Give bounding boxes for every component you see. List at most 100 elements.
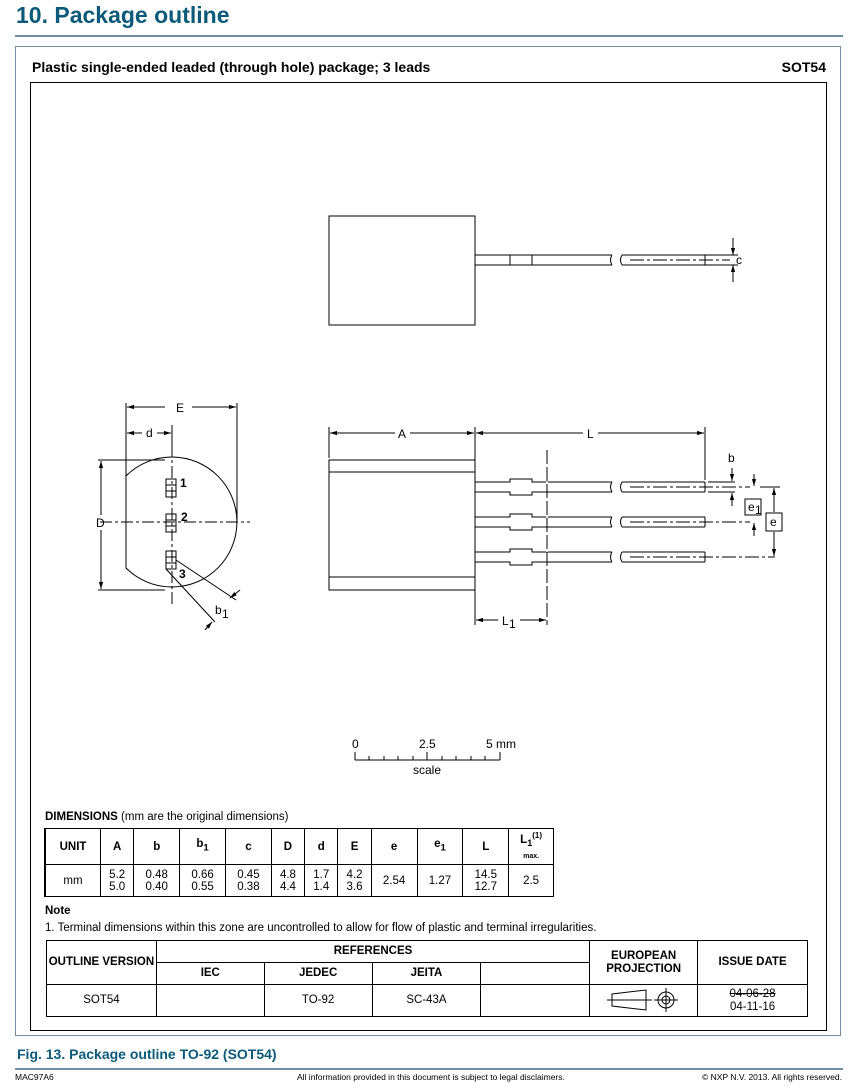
- top-view: c: [328, 215, 742, 326]
- jeita-value: SC-43A: [371, 984, 482, 1017]
- col-b: b: [133, 828, 181, 865]
- col-e: e: [370, 828, 418, 865]
- outline-version-header: OUTLINE VERSION: [46, 940, 157, 985]
- dim-label-A: A: [398, 427, 406, 441]
- cell-value-line: 5.2: [109, 868, 126, 881]
- cell-value: 1.27: [416, 864, 464, 897]
- col-b1-sub: 1: [203, 842, 209, 854]
- col-L1-max: max.: [523, 853, 540, 861]
- cell-value: 2.5: [508, 864, 554, 897]
- scale-max: 5 mm: [486, 737, 516, 751]
- dim-label-L1-sub: 1: [509, 617, 516, 631]
- projection-cell: [589, 984, 699, 1017]
- pin-3-label: 3: [179, 567, 186, 581]
- package-code: SOT54: [781, 59, 826, 75]
- dim-label-c: c: [736, 253, 742, 267]
- scale-label: scale: [413, 763, 441, 777]
- jeita-header: JEITA: [371, 962, 482, 985]
- dim-label-b1-sub: 1: [222, 607, 229, 621]
- col-e1: e1: [416, 828, 464, 865]
- blank-value: [480, 984, 591, 1017]
- cell-value-line: 0.66: [191, 868, 214, 881]
- cell-value-line: 1.4: [313, 880, 330, 893]
- cell-value-line: 1.27: [428, 874, 452, 887]
- dim-label-e: e: [770, 515, 777, 529]
- cell-value-line: 5.0: [109, 880, 126, 893]
- col-L1-main: L: [520, 833, 528, 846]
- col-b1: b1: [179, 828, 226, 865]
- footer-disclaimer: All information provided in this documen…: [297, 1072, 565, 1082]
- pin-1-label: 1: [180, 476, 187, 490]
- side-view: 1 2 3 E d D b 1: [96, 401, 250, 631]
- cell-value-line: 14.5: [474, 868, 497, 881]
- col-e1-main: e: [434, 838, 441, 851]
- col-d: d: [304, 828, 339, 865]
- figure-caption: Fig. 13. Package outline TO-92 (SOT54): [17, 1046, 277, 1062]
- outline-frame: [15, 46, 841, 1036]
- col-D: D: [270, 828, 306, 865]
- iec-value: [155, 984, 265, 1017]
- front-view: A L L 1 b e 1 e: [328, 427, 783, 631]
- issue-date-old: 04-06-28: [729, 987, 776, 1000]
- issue-date: 04-11-16: [729, 1000, 776, 1013]
- col-L1: L1(1) max.: [508, 828, 554, 865]
- footer-copyright: © NXP N.V. 2013. All rights reserved.: [702, 1072, 842, 1082]
- section-title: 10. Package outline: [16, 2, 230, 28]
- col-L1-note: (1): [532, 830, 542, 840]
- jedec-value: TO-92: [263, 984, 373, 1017]
- iec-header: IEC: [155, 962, 265, 985]
- references-table: OUTLINE VERSION REFERENCES EUROPEAN PROJ…: [46, 940, 808, 1017]
- package-description: Plastic single-ended leaded (through hol…: [32, 59, 431, 75]
- cell-value-line: 1.7: [313, 868, 330, 881]
- scale-zero: 0: [352, 737, 359, 751]
- cell-value-line: 0.40: [145, 880, 168, 893]
- cell-value-line: 2.5: [523, 874, 540, 887]
- scale-mid: 2.5: [419, 737, 436, 751]
- dimensions-title-main: DIMENSIONS: [45, 811, 118, 823]
- cell-value-line: 0.55: [191, 880, 214, 893]
- references-header: REFERENCES: [155, 940, 591, 963]
- footer-doc-id: MAC97A6: [15, 1072, 54, 1082]
- col-e1-sub: 1: [440, 842, 446, 854]
- note-text: 1. Terminal dimensions within this zone …: [45, 922, 597, 934]
- col-c: c: [224, 828, 272, 865]
- dim-label-L1: L: [502, 614, 509, 628]
- dimensions-table: UNIT A b b1 c D d E e e1 L L1(1)max. mm …: [44, 828, 554, 897]
- cell-value-line: 4.4: [279, 880, 296, 893]
- drawing-frame: [30, 82, 827, 1031]
- col-unit: UNIT: [44, 828, 102, 865]
- dimensions-title: DIMENSIONS (mm are the original dimensio…: [45, 811, 289, 823]
- col-L: L: [462, 828, 510, 865]
- dim-label-E: E: [176, 401, 184, 415]
- cell-value-line: 4.8: [279, 868, 296, 881]
- col-b1-main: b: [196, 838, 204, 851]
- cell-value-line: 0.48: [145, 868, 168, 881]
- scale-bar: 0 2.5 5 mm scale: [352, 737, 516, 777]
- cell-value-line: 2.54: [382, 874, 406, 887]
- dimensions-subtitle: (mm are the original dimensions): [121, 811, 289, 823]
- cell-value-line: 0.45: [237, 868, 260, 881]
- col-A: A: [100, 828, 135, 865]
- cell-value-line: 0.38: [237, 880, 260, 893]
- projection-header: EUROPEAN PROJECTION: [589, 940, 699, 985]
- outline-version: SOT54: [46, 984, 157, 1017]
- dim-label-d: d: [146, 426, 153, 440]
- jedec-header: JEDEC: [263, 962, 373, 985]
- cell-value: 2.54: [370, 864, 418, 897]
- dim-label-e1: e: [748, 500, 755, 514]
- footer-rule: [15, 1068, 843, 1070]
- cell-unit: mm: [44, 864, 102, 897]
- issue-date-header: ISSUE DATE: [697, 940, 808, 985]
- col-L1-sub: 1: [527, 838, 533, 849]
- table-header-row: UNIT A b b1 c D d E e e1 L L1(1)max.: [44, 828, 554, 865]
- title-rule: [15, 35, 843, 37]
- dim-label-b: b: [728, 451, 735, 465]
